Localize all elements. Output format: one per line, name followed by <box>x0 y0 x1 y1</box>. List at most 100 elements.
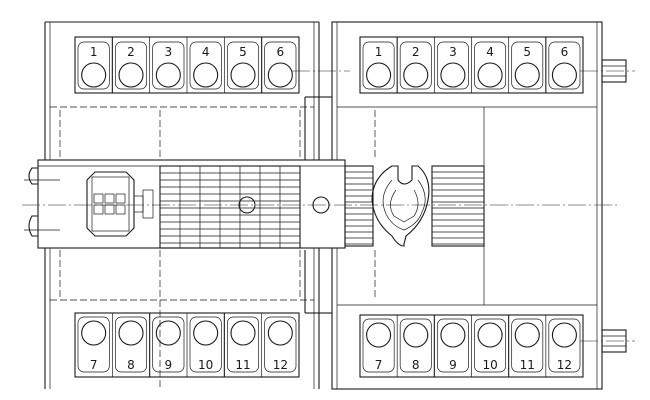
right-pins <box>601 59 627 353</box>
connector-pin <box>104 193 115 204</box>
terminal-number: 5 <box>239 45 247 59</box>
terminal-cell: 10 <box>189 316 222 373</box>
panel-connector <box>304 96 332 314</box>
terminal-number: 9 <box>165 358 173 372</box>
terminal-number: 8 <box>127 358 135 372</box>
terminal-cell-outline <box>399 318 432 373</box>
terminal-cell: 8 <box>114 316 148 373</box>
terminal-number: 2 <box>127 45 135 59</box>
terminal-cell-outline <box>77 316 110 373</box>
terminal-screw <box>477 62 503 88</box>
terminal-number: 11 <box>520 358 535 372</box>
gripper-jaw <box>371 165 430 247</box>
slider-bar <box>37 159 346 249</box>
terminal-screw <box>551 322 577 348</box>
terminal-screw <box>366 62 392 88</box>
terminal-number: 3 <box>165 45 173 59</box>
terminal-cell: 7 <box>362 318 395 373</box>
terminal-cell-outline <box>189 316 222 373</box>
terminal-cell-outline <box>152 41 185 90</box>
terminal-cell-outline <box>226 316 260 373</box>
rib-block <box>431 165 485 247</box>
connector-pin <box>93 193 104 204</box>
ribbed-sections <box>159 165 485 249</box>
terminal-screw <box>230 62 256 88</box>
terminal-cell-outline <box>114 41 148 90</box>
terminal-cell-outline <box>362 41 395 90</box>
terminal-screw <box>118 320 144 346</box>
connector-pin-grid <box>93 193 126 215</box>
terminal-screw <box>403 62 429 88</box>
terminal-cell-outline <box>548 318 581 373</box>
terminal-cell: 7 <box>77 316 110 373</box>
terminal-number: 6 <box>277 45 285 59</box>
terminal-cell: 12 <box>548 318 581 373</box>
terminal-screw <box>81 62 107 88</box>
left-panel-top-terminals: 1 2 3 4 5 6 <box>74 36 300 94</box>
terminal-screw <box>440 322 466 348</box>
terminal-screw <box>267 320 293 346</box>
terminal-cell-outline <box>474 318 507 373</box>
terminal-cell-outline <box>399 41 432 90</box>
terminal-number: 4 <box>486 45 494 59</box>
terminal-screw <box>155 320 181 346</box>
terminal-cell-outline <box>152 316 185 373</box>
connector-pin <box>115 204 126 215</box>
terminal-cell-outline <box>226 41 260 90</box>
rib-block <box>344 165 374 247</box>
terminal-cell-outline <box>362 318 395 373</box>
terminal-screw <box>193 320 219 346</box>
terminal-cell-outline <box>114 316 148 373</box>
terminal-number: 1 <box>90 45 98 59</box>
left-extrusions <box>24 167 60 237</box>
rib-block <box>159 165 301 249</box>
terminal-screw <box>366 322 392 348</box>
terminal-number: 7 <box>90 358 98 372</box>
terminal-screw <box>514 322 540 348</box>
terminal-screw <box>477 322 503 348</box>
terminal-number: 12 <box>273 358 288 372</box>
terminal-cell: 2 <box>399 41 432 90</box>
left-panel-bottom-terminals: 7 8 9 10 11 12 <box>74 312 300 378</box>
terminal-screw <box>267 62 293 88</box>
terminal-cell: 9 <box>436 318 469 373</box>
terminal-number: 7 <box>375 358 383 372</box>
terminal-cell: 5 <box>511 41 544 90</box>
terminal-cell: 12 <box>264 316 297 373</box>
terminal-cell-outline <box>264 316 297 373</box>
terminal-cell: 9 <box>152 316 185 373</box>
terminal-cell: 6 <box>548 41 581 90</box>
connector-pin <box>93 204 104 215</box>
terminal-cell: 3 <box>152 41 185 90</box>
terminal-cell: 1 <box>362 41 395 90</box>
terminal-cell: 11 <box>226 316 260 373</box>
terminal-cell-outline <box>436 41 469 90</box>
terminal-screw <box>403 322 429 348</box>
terminal-screw <box>193 62 219 88</box>
terminal-screw <box>440 62 466 88</box>
terminal-cell-outline <box>436 318 469 373</box>
terminal-cell-outline <box>77 41 110 90</box>
terminal-cell: 1 <box>77 41 110 90</box>
terminal-cell: 4 <box>189 41 222 90</box>
terminal-cell: 8 <box>399 318 432 373</box>
terminal-number: 12 <box>557 358 572 372</box>
terminal-number: 9 <box>449 358 457 372</box>
terminal-cell: 10 <box>474 318 507 373</box>
terminal-cell-outline <box>548 41 581 90</box>
terminal-cell: 6 <box>264 41 297 90</box>
terminal-cell: 2 <box>114 41 148 90</box>
terminal-screw <box>514 62 540 88</box>
terminal-screw <box>118 62 144 88</box>
terminal-number: 4 <box>202 45 210 59</box>
terminal-number: 5 <box>523 45 531 59</box>
terminal-screw <box>551 62 577 88</box>
terminal-cell-outline <box>189 41 222 90</box>
terminal-number: 3 <box>449 45 457 59</box>
terminal-cell: 5 <box>226 41 260 90</box>
terminal-number: 10 <box>198 358 213 372</box>
center-lines <box>22 70 635 342</box>
